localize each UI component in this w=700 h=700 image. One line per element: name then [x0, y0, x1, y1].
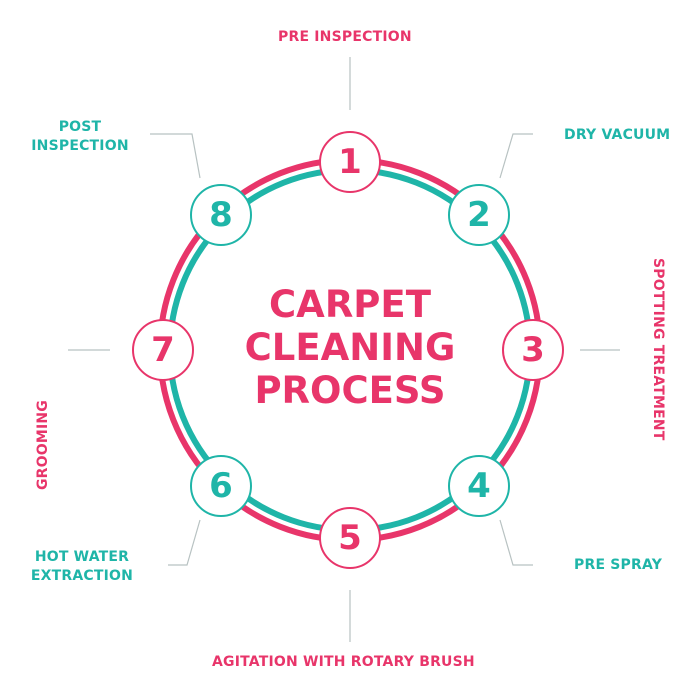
- step-label-5: AGITATION WITH ROTARY BRUSH: [212, 654, 475, 670]
- step-label-2: DRY VACUUM: [564, 127, 671, 143]
- step-number: 4: [467, 466, 491, 506]
- step-node-3: 3: [502, 319, 564, 381]
- title-line-3: PROCESS: [254, 369, 446, 412]
- step-node-8: 8: [190, 184, 252, 246]
- step-number: 3: [521, 330, 545, 370]
- step-number: 1: [338, 142, 362, 182]
- step-node-5: 5: [319, 507, 381, 569]
- title-line-1: CARPET: [269, 283, 431, 326]
- connector-line-4: [499, 519, 533, 566]
- step-node-1: 1: [319, 131, 381, 193]
- step-node-4: 4: [448, 455, 510, 517]
- title-line-2: CLEANING: [244, 326, 456, 369]
- step-number: 2: [467, 195, 491, 235]
- step-number: 6: [209, 466, 233, 506]
- step-number: 5: [338, 518, 362, 558]
- connector-line-8: [150, 133, 201, 179]
- diagram-title: CARPET CLEANING PROCESS: [200, 283, 500, 412]
- step-node-2: 2: [448, 184, 510, 246]
- step-label-1: PRE INSPECTION: [278, 29, 412, 45]
- connector-lines: [68, 57, 620, 642]
- step-number: 7: [151, 330, 175, 370]
- connector-line-6: [168, 519, 201, 566]
- step-label-3: SPOTTING TREATMENT: [650, 258, 666, 441]
- step-label-6: HOT WATER EXTRACTION: [30, 549, 134, 584]
- step-node-6: 6: [190, 455, 252, 517]
- step-number: 8: [209, 195, 233, 235]
- step-label-8: POST INSPECTION: [31, 119, 129, 154]
- connector-line-2: [499, 133, 533, 179]
- step-label-7: GROOMING: [35, 400, 51, 491]
- step-node-7: 7: [132, 319, 194, 381]
- step-label-4: PRE SPRAY: [574, 557, 663, 573]
